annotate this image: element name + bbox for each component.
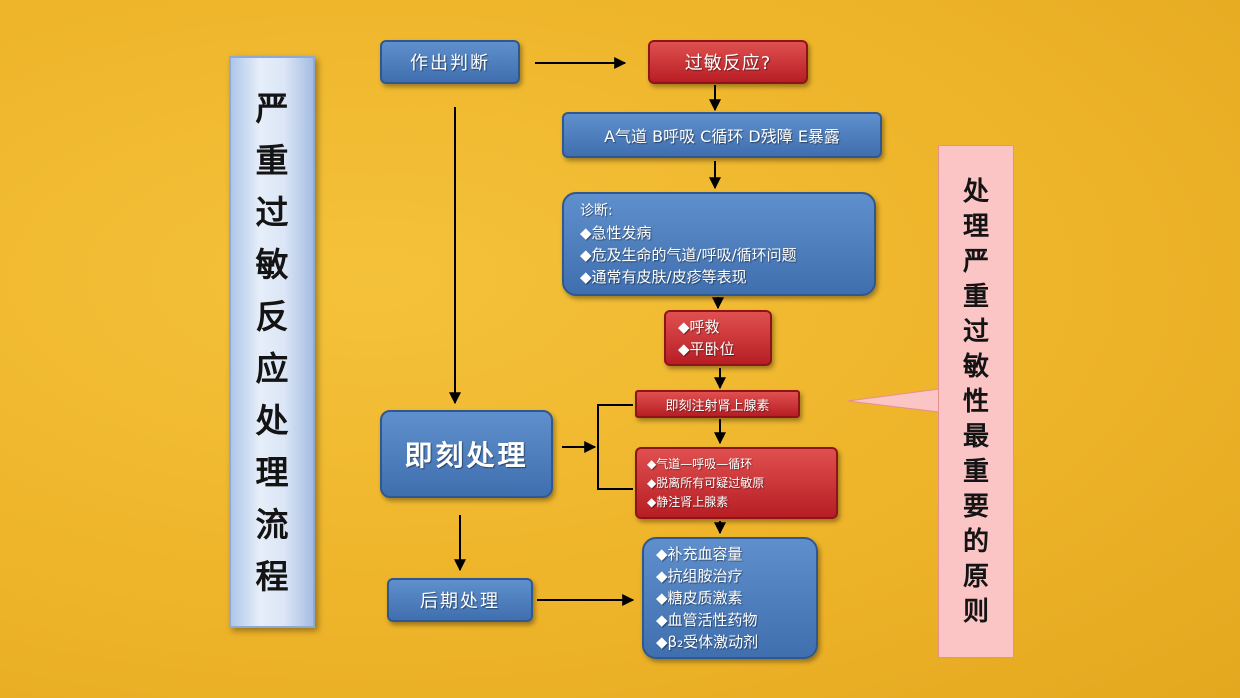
title-char: 理 xyxy=(255,452,289,492)
airway-item: ◆气道—呼吸—循环 xyxy=(647,456,753,471)
title-char: 严 xyxy=(962,246,989,277)
judge-node: 作出判断 xyxy=(380,40,520,84)
title-char: 则 xyxy=(962,596,989,627)
title-char: 原 xyxy=(962,561,989,592)
diagnosis-item: ◆危及生命的气道/呼吸/循环问题 xyxy=(580,246,797,264)
allergy-label: 过敏反应? xyxy=(684,53,772,74)
diagnosis-heading: 诊断: xyxy=(580,203,613,219)
diagnosis-item: ◆通常有皮肤/皮疹等表现 xyxy=(580,268,747,286)
inject-node: 即刻注射肾上腺素 xyxy=(635,390,800,418)
title-char: 重 xyxy=(962,281,989,312)
title-char: 重 xyxy=(962,456,989,487)
title-char: 理 xyxy=(962,211,989,242)
later-label: 后期处理 xyxy=(420,591,500,612)
abcde-label: A气道 B呼吸 C循环 D残障 E暴露 xyxy=(604,127,840,146)
abcde-node: A气道 B呼吸 C循环 D残障 E暴露 xyxy=(562,112,882,158)
title-char: 要 xyxy=(962,491,989,522)
airway-node: ◆气道—呼吸—循环 ◆脱离所有可疑过敏原 ◆静注肾上腺素 xyxy=(635,447,838,519)
later-item: ◆β₂受体激动剂 xyxy=(656,633,759,651)
inject-label: 即刻注射肾上腺素 xyxy=(665,398,770,414)
callout-pointer xyxy=(847,388,940,413)
immediate-label: 即刻处理 xyxy=(404,439,529,472)
bracket xyxy=(597,404,633,490)
title-char: 程 xyxy=(255,556,289,596)
later-item: ◆糖皮质激素 xyxy=(656,589,743,607)
diagnosis-item: ◆急性发病 xyxy=(580,224,652,242)
airway-item: ◆静注肾上腺素 xyxy=(647,494,729,509)
title-char: 反 xyxy=(255,296,289,336)
call-help-item: ◆呼救 xyxy=(678,318,720,336)
later-item: ◆补充血容量 xyxy=(656,545,743,563)
title-char: 严 xyxy=(255,88,289,128)
title-char: 应 xyxy=(255,348,289,388)
title-char: 最 xyxy=(962,421,989,452)
title-char: 敏 xyxy=(962,351,989,382)
right-vertical-callout: 处理严重过敏性最重要的原则 xyxy=(938,145,1014,658)
title-char: 过 xyxy=(962,316,989,347)
title-char: 处 xyxy=(255,400,289,440)
later-items-node: ◆补充血容量 ◆抗组胺治疗 ◆糖皮质激素 ◆血管活性药物 ◆β₂受体激动剂 xyxy=(642,537,818,659)
title-char: 敏 xyxy=(255,244,289,284)
call-help-node: ◆呼救 ◆平卧位 xyxy=(664,310,772,366)
title-char: 重 xyxy=(255,140,289,180)
title-char: 性 xyxy=(962,386,989,417)
later-item: ◆血管活性药物 xyxy=(656,611,758,629)
diagnosis-node: 诊断: ◆急性发病 ◆危及生命的气道/呼吸/循环问题 ◆通常有皮肤/皮疹等表现 xyxy=(562,192,876,296)
title-char: 流 xyxy=(255,504,289,544)
immediate-node: 即刻处理 xyxy=(380,410,553,498)
later-item: ◆抗组胺治疗 xyxy=(656,567,743,585)
title-char: 过 xyxy=(255,192,289,232)
left-vertical-title: 严重过敏反应处理流程 xyxy=(229,56,315,628)
judge-label: 作出判断 xyxy=(410,53,490,74)
title-char: 处 xyxy=(962,176,989,207)
call-help-item: ◆平卧位 xyxy=(678,340,735,358)
airway-item: ◆脱离所有可疑过敏原 xyxy=(647,475,765,490)
allergy-node: 过敏反应? xyxy=(648,40,808,84)
title-char: 的 xyxy=(962,526,989,557)
later-node: 后期处理 xyxy=(387,578,533,622)
